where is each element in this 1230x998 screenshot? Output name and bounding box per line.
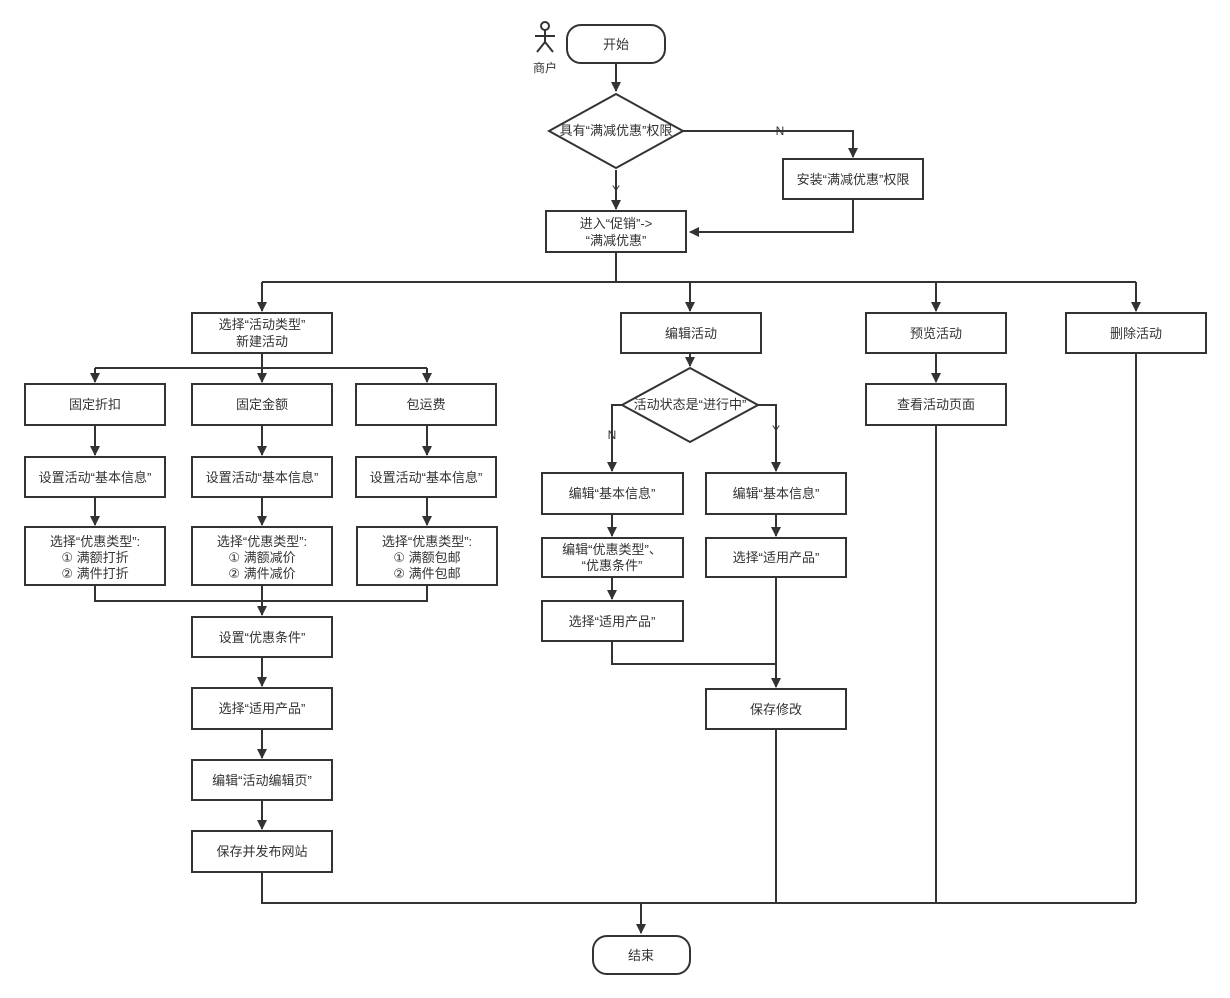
select-type-shipping-line1: 选择“优惠类型”: [382,534,472,549]
select-type-discount-line3: ② 满件打折 [61,566,128,581]
create-activity-line1: 选择“活动类型” [219,317,306,332]
label-progress-no: N [608,428,617,442]
create-activity-line2: 新建活动 [236,334,288,349]
select-products-left-box [191,687,333,730]
end-node [592,935,691,975]
edit-type-conditions-line2: “优惠条件” [582,558,643,573]
install-permission-box [782,158,924,200]
in-progress-decision-label: 活动状态是“进行中” [634,397,747,412]
select-type-shipping-box [356,526,498,586]
edit-basic-n-box [541,472,684,515]
select-type-amount-line1: 选择“优惠类型”: [217,534,307,549]
label-progress-yes: Y [772,423,780,437]
start-label: 开始 [603,37,629,52]
edges [90,63,1141,934]
label-permission-yes: Y [612,183,620,197]
edit-basic-y-label: 编辑“基本信息” [733,486,820,501]
edit-activity-page-box [191,759,333,801]
free-shipping-box [355,383,497,426]
edit-type-conditions-box [541,537,684,578]
edit-basic-n-label: 编辑“基本信息” [569,486,656,501]
save-changes-label: 保存修改 [750,702,802,717]
select-type-discount-box [24,526,166,586]
select-type-discount-line2: ① 满额打折 [61,550,128,565]
free-shipping-label: 包运费 [406,397,445,412]
preview-activity-label: 预览活动 [910,326,962,341]
fixed-discount-box [24,383,166,426]
permission-decision-label: 具有“满减优惠”权限 [560,123,673,138]
save-publish-box [191,830,333,873]
install-permission-label: 安装“满减优惠”权限 [797,172,910,187]
view-activity-page-box [865,383,1007,426]
edge-install-to-enter [689,199,854,237]
end-label: 结束 [628,948,654,963]
select-products-y-label: 选择“适用产品” [733,550,820,565]
set-basic-info-box-1 [24,456,166,498]
edit-activity-page-label: 编辑“活动编辑页” [212,773,312,788]
set-basic-info-box-2 [191,456,333,498]
label-permission-no: N [776,124,785,138]
edit-activity-box [620,312,762,354]
in-progress-decision [619,366,761,444]
start-node [566,24,666,64]
set-basic-info-label-1: 设置活动“基本信息” [39,470,152,485]
select-type-discount-line1: 选择“优惠类型”: [50,534,140,549]
delete-activity-label: 删除活动 [1110,326,1162,341]
enter-promo-box [545,210,687,253]
enter-promo-line2: “满减优惠” [586,233,647,248]
select-type-amount-line2: ① 满额减价 [228,550,295,565]
set-basic-info-label-2: 设置活动“基本信息” [206,470,319,485]
edit-activity-label: 编辑活动 [665,326,717,341]
edit-type-conditions-line1: 编辑“优惠类型”、 [562,542,662,557]
select-type-shipping-line2: ① 满额包邮 [393,550,460,565]
set-conditions-label: 设置“优惠条件” [219,630,306,645]
edge-decision-no [607,404,622,472]
select-products-left-label: 选择“适用产品” [219,701,306,716]
create-activity-box [191,312,333,354]
actor-label: 商户 [533,60,557,75]
fixed-amount-label: 固定金额 [236,397,288,412]
fixed-amount-box [191,383,333,426]
edge-end-bus [261,872,1136,904]
edge-decision-yes [758,404,781,472]
select-type-shipping-line3: ② 满件包邮 [393,566,460,581]
fixed-discount-label: 固定折扣 [69,397,121,412]
select-products-n-label: 选择“适用产品” [569,614,656,629]
save-changes-box [705,688,847,730]
enter-promo-line1: 进入“促销”-> [580,216,653,231]
edge-permission-no [683,130,858,158]
view-activity-page-label: 查看活动页面 [897,397,975,412]
select-type-amount-line3: ② 满件减价 [228,566,295,581]
select-products-y-box [705,537,847,578]
set-conditions-box [191,616,333,658]
delete-activity-box [1065,312,1207,354]
preview-activity-box [865,312,1007,354]
select-type-amount-box [191,526,333,586]
save-publish-label: 保存并发布网站 [216,844,307,859]
merchant-actor-icon [535,21,555,53]
permission-decision [546,92,686,170]
set-basic-info-label-3: 设置活动“基本信息” [370,470,483,485]
edit-basic-y-box [705,472,847,515]
set-basic-info-box-3 [355,456,497,498]
edge-n-products-merge [611,641,776,665]
select-products-n-box [541,600,684,642]
